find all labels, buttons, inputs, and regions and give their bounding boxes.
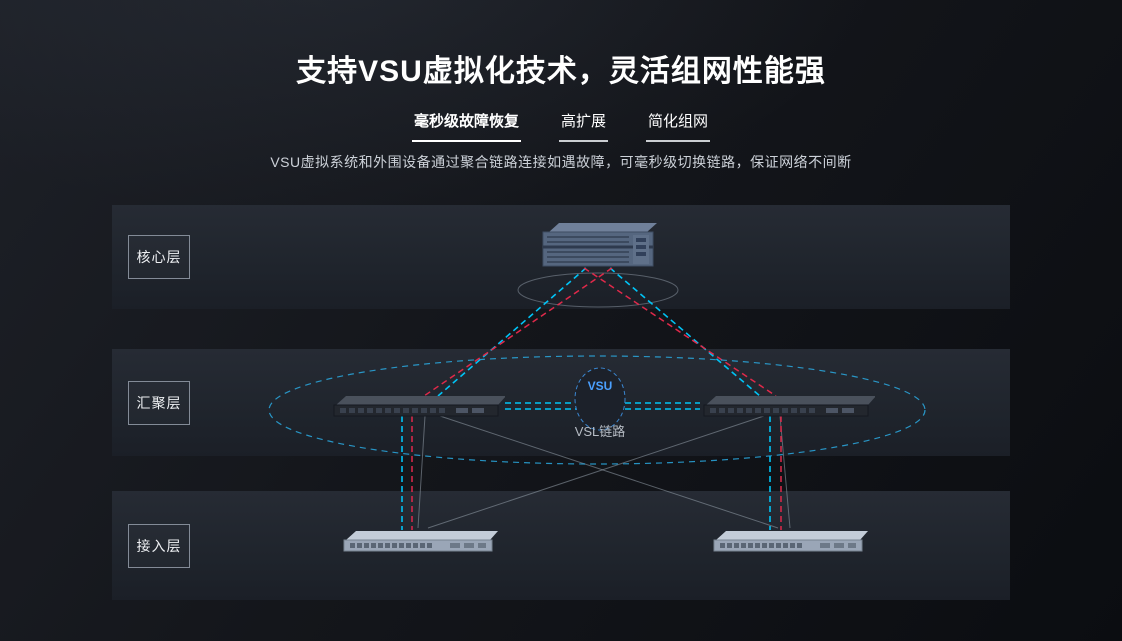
access-switch-left-image	[343, 531, 498, 552]
core-layer-label: 核心层	[128, 235, 190, 279]
access-layer-label: 接入层	[128, 523, 190, 568]
tab-simplified-networking[interactable]: 简化组网	[646, 110, 711, 142]
feature-description: VSU虚拟系统和外围设备通过聚合链路连接如遇故障，可毫秒级切换链路，保证网络不间…	[270, 154, 852, 170]
tab-high-expansion[interactable]: 高扩展	[558, 110, 608, 142]
aggregation-layer-band: 汇聚层	[112, 349, 1010, 456]
aggregation-switch-left-image	[333, 396, 505, 417]
aggregation-switch-right-image	[703, 396, 875, 417]
core-switch-image	[542, 223, 657, 267]
access-layer-band: 接入层	[112, 491, 1010, 600]
tab-bar: 毫秒级故障恢复 高扩展 简化组网	[0, 110, 1122, 142]
access-switch-right-image	[713, 531, 868, 552]
aggregation-layer-label: 汇聚层	[128, 380, 190, 425]
page-title: 支持VSU虚拟化技术，灵活组网性能强	[296, 55, 826, 88]
tab-millisecond-recovery[interactable]: 毫秒级故障恢复	[411, 110, 521, 142]
